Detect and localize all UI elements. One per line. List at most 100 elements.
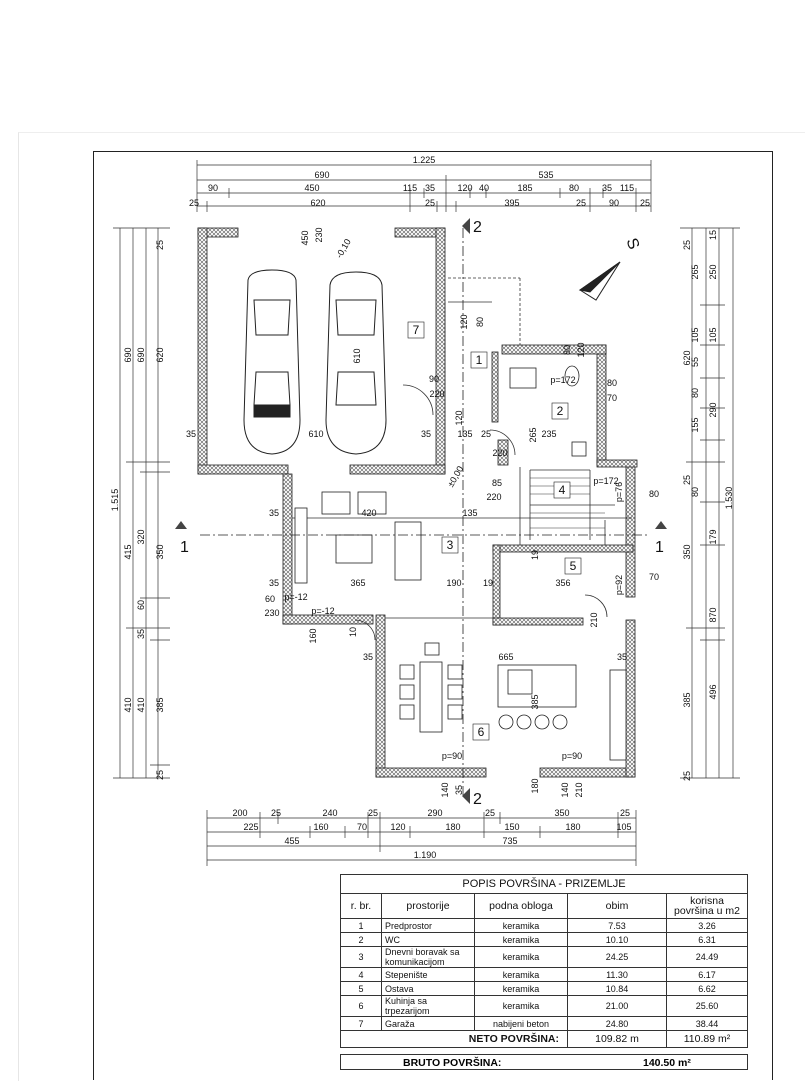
- bruto-area: 140.50 m²: [643, 1057, 691, 1069]
- dim-text: 410: [136, 697, 146, 712]
- dim-text: 420: [361, 508, 376, 518]
- cell: 3: [340, 946, 382, 968]
- dim-text: p=92: [614, 575, 624, 595]
- dim-text: 450: [304, 183, 319, 193]
- dim-text: 385: [682, 692, 692, 707]
- dim-text: 19: [483, 578, 493, 588]
- wall: [375, 614, 386, 778]
- door-swing: [584, 594, 608, 618]
- dim-text: 35: [269, 578, 279, 588]
- dim-text: 620: [310, 198, 325, 208]
- north-label: S: [623, 236, 643, 252]
- cell: 24.25: [567, 946, 667, 968]
- bar-stool: [534, 714, 550, 730]
- cell: keramika: [474, 932, 568, 947]
- chair: [399, 704, 415, 720]
- dim-text: 25: [682, 240, 692, 250]
- dim-text: 70: [357, 822, 367, 832]
- wall: [497, 439, 509, 466]
- dim-text: 90: [208, 183, 218, 193]
- dim-text: 230: [264, 608, 279, 618]
- section-arrow: [655, 521, 667, 529]
- dim-text: 690: [314, 170, 329, 180]
- car-body: [243, 269, 301, 455]
- table-row: 3 Dnevni boravak sa komunikacijom kerami…: [340, 946, 748, 968]
- dim-text: 25: [425, 198, 435, 208]
- dim-text: 870: [708, 607, 718, 622]
- dim-text: 35: [186, 429, 196, 439]
- dim-text: 365: [350, 578, 365, 588]
- cell: Ostava: [381, 981, 475, 996]
- room-number-2: 2: [557, 404, 564, 418]
- dim-text: 450: [300, 230, 310, 245]
- cell: keramika: [474, 918, 568, 933]
- table-row: 2 WC keramika 10.10 6.31: [340, 932, 748, 947]
- wall: [501, 344, 607, 355]
- section-label: 1: [180, 539, 189, 556]
- cell: Kuhinja sa trpezarijom: [381, 995, 475, 1017]
- section-arrow: [462, 218, 470, 234]
- dim-text: 120: [576, 342, 586, 357]
- dim-text: 25: [368, 808, 378, 818]
- cell: 6.62: [666, 981, 748, 996]
- bottom-dimensions: [206, 810, 637, 866]
- dim-text: 535: [538, 170, 553, 180]
- section-label: 2: [473, 219, 482, 236]
- dim-text: 610: [308, 429, 323, 439]
- dim-text: 290: [708, 402, 718, 417]
- cell: Garaža: [381, 1016, 475, 1031]
- dim-text: 120: [390, 822, 405, 832]
- chair: [447, 664, 463, 680]
- dim-text: 180: [565, 822, 580, 832]
- dim-text: 415: [123, 544, 133, 559]
- dim-text: 496: [708, 684, 718, 699]
- dim-text: 25: [620, 808, 630, 818]
- cooktop: [507, 669, 533, 695]
- dim-text: 25: [481, 429, 491, 439]
- column-header: r. br.: [340, 893, 382, 919]
- car-grille: [253, 404, 291, 418]
- wall: [282, 614, 374, 625]
- dim-text: 60: [136, 600, 146, 610]
- dim-text: 25: [155, 240, 165, 250]
- dim-text: 1.190: [414, 850, 437, 860]
- column-header: podna obloga: [474, 893, 568, 919]
- dining-table: [419, 661, 443, 733]
- cell: 7: [340, 1016, 382, 1031]
- car-rear-window: [335, 371, 377, 406]
- dim-text: 135: [457, 429, 472, 439]
- dim-text: 105: [708, 327, 718, 342]
- dim-text: 25: [640, 198, 650, 208]
- right-dimension-texts: 1.530 620 265 250 105 105 55 80 290 155 …: [682, 230, 734, 781]
- dim-text: 160: [313, 822, 328, 832]
- section-markers: [175, 218, 667, 804]
- dim-text: p=90: [442, 751, 462, 761]
- partitions: [292, 277, 632, 619]
- left-dimensions: [113, 227, 170, 779]
- dim-text: 15: [708, 230, 718, 240]
- dim-text: 90: [429, 374, 439, 384]
- neto-area: 110.89 m²: [666, 1030, 748, 1048]
- chair: [399, 664, 415, 680]
- area-table: POPIS POVRŠINA - PRIZEMLJE r. br. prosto…: [340, 874, 748, 1048]
- dim-text: 665: [498, 652, 513, 662]
- room-number-4: 4: [559, 483, 566, 497]
- dim-text: 25: [682, 771, 692, 781]
- cell: 6.17: [666, 967, 748, 982]
- dim-text: 265: [528, 427, 538, 442]
- dim-text: ±0,00: [445, 464, 465, 488]
- cell: 38.44: [666, 1016, 748, 1031]
- dim-text: 25: [485, 808, 495, 818]
- wall: [596, 459, 638, 468]
- toilet: [564, 365, 580, 387]
- neto-row: NETO POVRŠINA: 109.82 m 110.89 m²: [340, 1030, 748, 1048]
- dim-text: p=172: [593, 476, 618, 486]
- armchair: [357, 491, 387, 515]
- dim-text: -0,10: [334, 237, 353, 260]
- dim-text: 179: [708, 529, 718, 544]
- dim-text: 25: [576, 198, 586, 208]
- section-label: 2: [473, 791, 482, 808]
- dim-text: 60: [265, 594, 275, 604]
- bruto-label: BRUTO POVRŠINA:: [403, 1057, 502, 1069]
- door-swing: [489, 429, 516, 456]
